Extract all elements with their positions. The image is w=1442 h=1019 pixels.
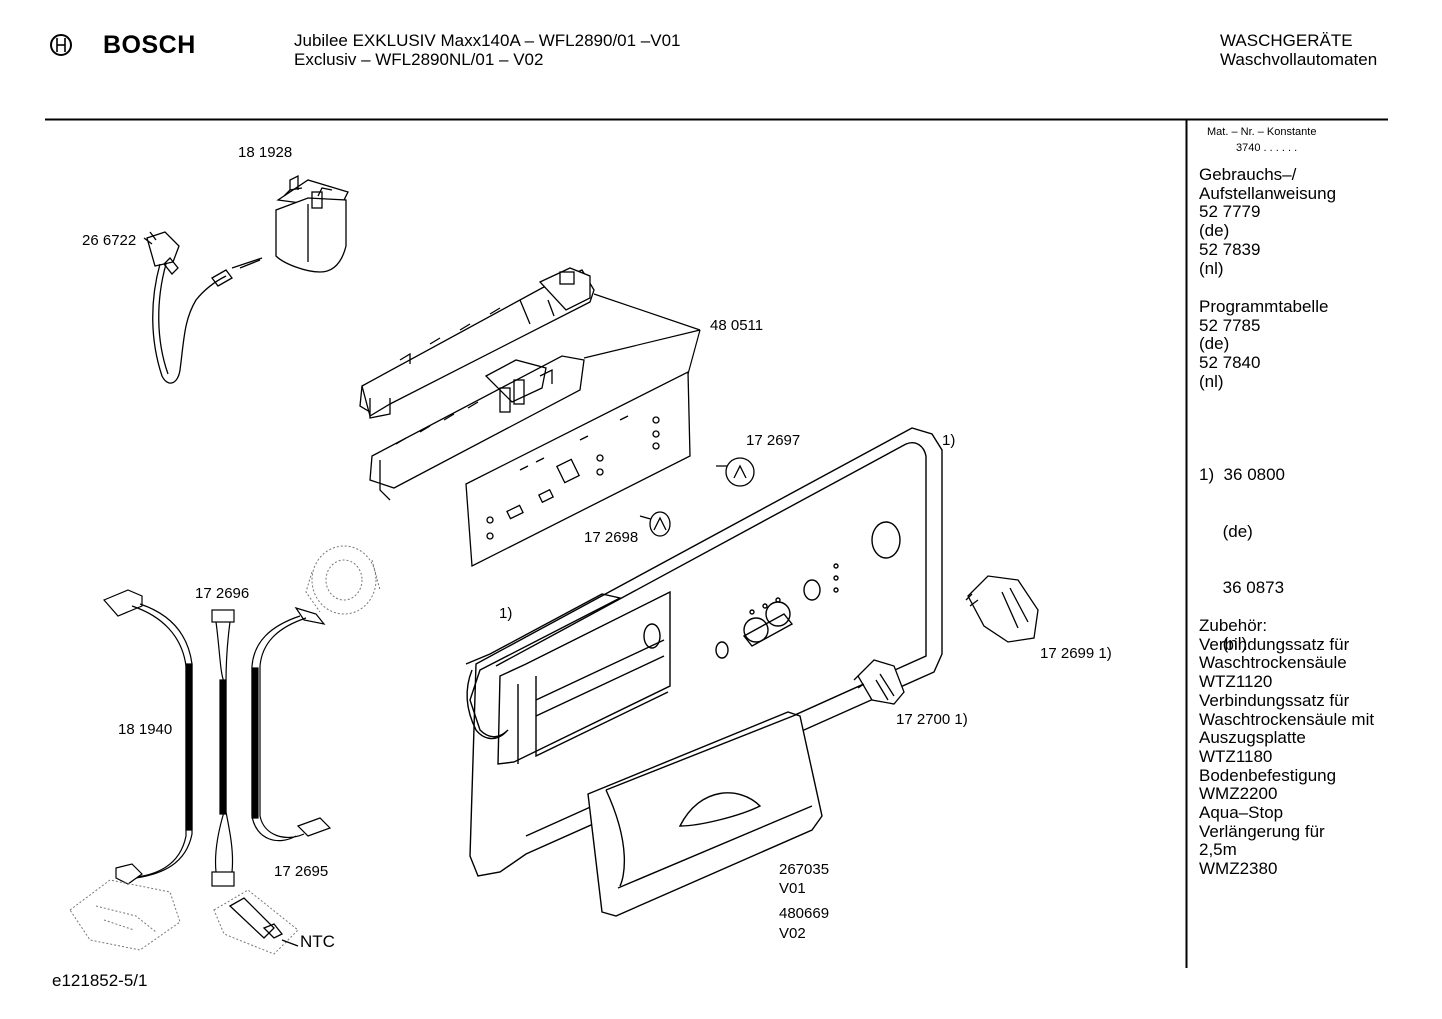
label-part-181940: 18 1940: [118, 721, 173, 738]
sidebar-text: 52 7840: [1199, 353, 1261, 373]
wire-harness-181940-part: [102, 589, 193, 885]
label-part-172699: 17 2699 1): [1040, 645, 1112, 662]
sidebar-text: Auszugsplatte: [1199, 728, 1306, 748]
context-pump-part: [305, 545, 381, 615]
label-part-480669: 480669: [779, 905, 830, 922]
knob-172697-part: [716, 457, 755, 487]
electronic-module-upper-part: [359, 267, 595, 419]
label-variant-v02: V02: [779, 925, 806, 942]
model-line-2: Exclusiv – WFL2890NL/01 – V02: [294, 50, 544, 69]
sidebar-text: Waschtrockensäule: [1199, 653, 1347, 673]
bosch-armature-icon: [50, 34, 72, 56]
knob-172698-part: [639, 511, 671, 537]
label-part-172695: 17 2695: [274, 863, 329, 880]
sidebar-text: (de): [1199, 521, 1253, 541]
circuit-board-part: [465, 370, 691, 568]
footer-diagram-code: e121852-5/1: [52, 971, 148, 990]
sidebar-text: 52 7785: [1199, 315, 1261, 335]
mains-filter-part: [275, 174, 349, 273]
sidebar-text: WMZ2380: [1199, 859, 1278, 879]
sidebar-text: Verbindungssatz für: [1199, 690, 1350, 710]
drawer-handle-part: [587, 711, 823, 917]
label-part-181928: 18 1928: [238, 144, 293, 161]
sidebar-text: 52 7839: [1199, 239, 1261, 259]
brand-name: BOSCH: [103, 31, 196, 59]
sidebar-text: (de): [1199, 221, 1230, 241]
knob-172699-part: [965, 575, 1039, 643]
knob-172700-part: [853, 659, 905, 705]
label-part-172700: 17 2700 1): [896, 711, 968, 728]
ntc-sensor-part: [228, 897, 299, 947]
label-part-266722: 26 6722: [82, 232, 137, 249]
label-ntc: NTC: [300, 932, 335, 951]
sidebar-text: WMZ2200: [1199, 784, 1278, 804]
sidebar-text: WTZ1120: [1199, 672, 1273, 692]
sidebar-block-manual: Gebrauchs–/ Aufstellanweisung 52 7779 (d…: [1199, 165, 1337, 278]
wire-harness-172696-part: [211, 609, 235, 887]
sidebar-text: (nl): [1199, 633, 1248, 653]
sidebar-text: 36 0873: [1199, 577, 1285, 597]
sidebar-text: WTZ1180: [1199, 746, 1273, 766]
control-panel-fascia-part: [465, 427, 943, 877]
sidebar-text: 52 7779: [1199, 202, 1261, 222]
mat-nr-value: 3740 . . . . . .: [1236, 142, 1298, 154]
sidebar-text: Bodenbefestigung: [1199, 765, 1337, 785]
label-part-172697: 17 2697: [746, 432, 801, 449]
sidebar-block-note-1: 1) 36 0800 (de) 36 0873 (nl): [1199, 429, 1285, 672]
sidebar-block-accessories: Zubehör: Verbindungssatz für Waschtrocke…: [1199, 616, 1375, 879]
sidebar-text: Verbindungssatz für: [1199, 634, 1350, 654]
category-line-2: Waschvollautomaten: [1220, 50, 1378, 69]
label-note-1-left: 1): [499, 605, 513, 622]
model-line-1: Jubilee EXKLUSIV Maxx140A – WFL2890/01 –…: [294, 31, 681, 50]
context-heater-part: [69, 879, 181, 951]
label-part-267035: 267035: [779, 861, 830, 878]
sidebar-text: Zubehör:: [1199, 616, 1268, 635]
sidebar-text: Waschtrockensäule mit: [1199, 709, 1375, 729]
label-part-172696: 17 2696: [195, 585, 250, 602]
sidebar-text: Verlängerung für: [1199, 821, 1325, 841]
sidebar-text: 1) 36 0800: [1199, 465, 1286, 485]
label-part-172698: 17 2698: [584, 529, 639, 546]
power-plug-part: [143, 231, 263, 384]
label-part-480511: 48 0511: [710, 317, 764, 334]
sidebar-text: Gebrauchs–/: [1199, 165, 1297, 184]
label-variant-v01: V01: [779, 880, 806, 897]
sidebar-text: 2,5m: [1199, 840, 1237, 860]
sidebar-block-program-table: Programmtabelle 52 7785 (de) 52 7840 (nl…: [1199, 297, 1329, 392]
category-line-1: WASCHGERÄTE: [1220, 31, 1353, 50]
electronic-module-middle-part: [369, 355, 585, 501]
sidebar-text: Aufstellanweisung: [1199, 183, 1337, 203]
leader-lines-480511: [583, 293, 701, 375]
mat-nr-title: Mat. – Nr. – Konstante: [1207, 126, 1317, 138]
wire-harness-172695-part: [251, 606, 332, 842]
sidebar-text: (de): [1199, 334, 1230, 354]
sidebar-text: Aqua–Stop: [1199, 803, 1284, 823]
sidebar-text: (nl): [1199, 258, 1224, 278]
sidebar-text: (nl): [1199, 371, 1224, 391]
sidebar-text: Programmtabelle: [1199, 297, 1329, 316]
label-note-1-top: 1): [942, 432, 956, 449]
